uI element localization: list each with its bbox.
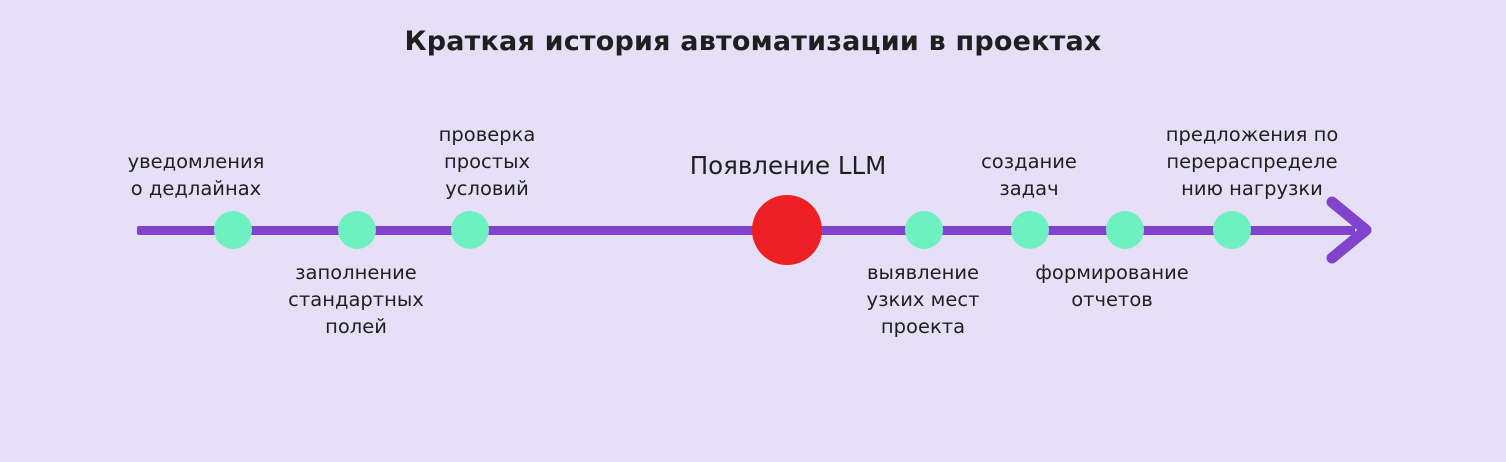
milestone-dot-deadline-notifications <box>214 211 252 249</box>
milestone-dot-bottlenecks <box>905 211 943 249</box>
milestone-dot-simple-conditions <box>451 211 489 249</box>
milestone-label-llm-emergence: Появление LLM <box>689 151 887 180</box>
milestone-dot-load-redistribution <box>1213 211 1251 249</box>
milestone-dot-task-creation <box>1011 211 1049 249</box>
milestone-dot-report-generation <box>1106 211 1144 249</box>
milestone-dot-standard-fields <box>338 211 376 249</box>
page-title: Краткая история автоматизации в проектах <box>404 26 1102 57</box>
milestone-dot-llm-emergence <box>752 195 822 265</box>
timeline-line <box>137 226 1355 235</box>
